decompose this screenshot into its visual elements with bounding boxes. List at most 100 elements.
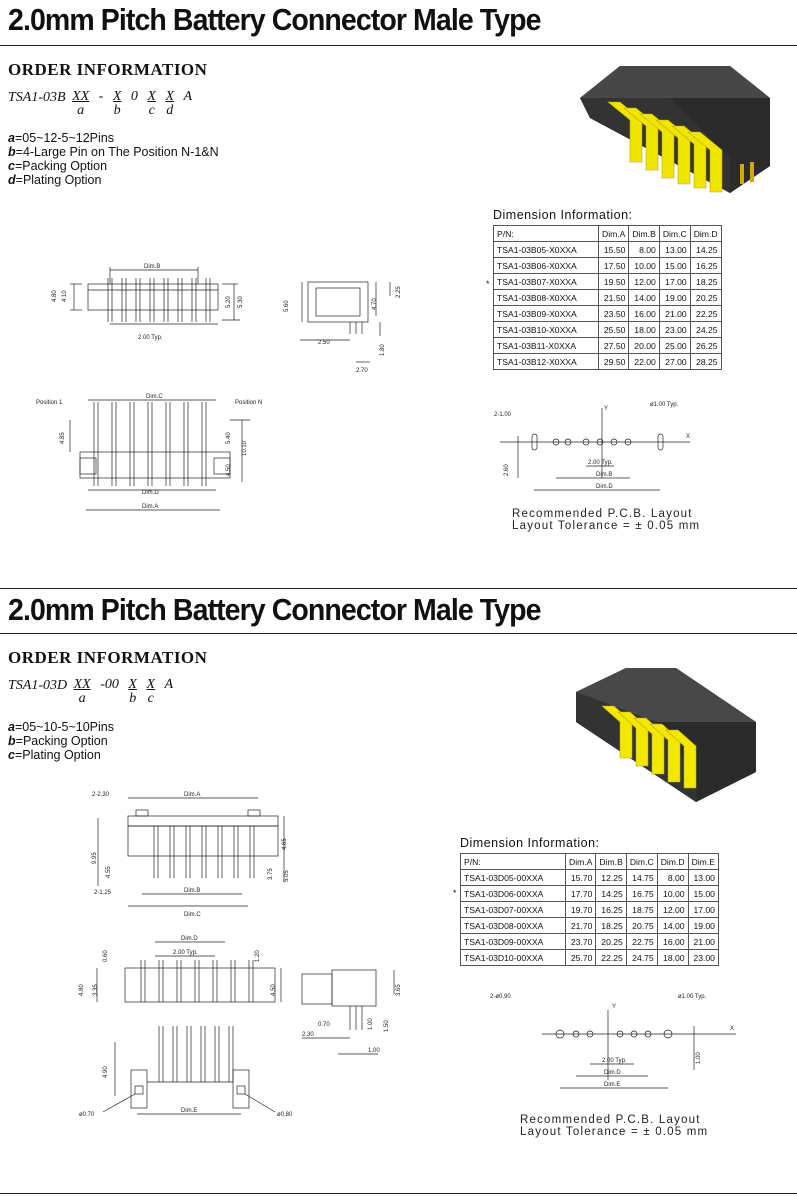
order-legend: a=05~10-5~10Pins b=Packing Option c=Plat… [8, 720, 114, 762]
dimension-cell: 23.00 [687, 949, 719, 966]
dimension-cell: 21.70 [564, 917, 597, 934]
dimension-cell: 14.25 [595, 885, 627, 902]
dimension-cell: 27.00 [658, 353, 691, 370]
column-header-dim: Dim.E [687, 853, 719, 870]
dim-485-label: 4.85 [60, 432, 66, 444]
part-number-cell: TSA1-03D08-00XXA [460, 917, 566, 934]
connector-3d-render [580, 66, 770, 193]
dimension-cell: 22.75 [625, 933, 658, 950]
x-axis-label: X [686, 434, 690, 440]
dim-c-label: Dim.C [184, 912, 201, 918]
column-header-pn: P/N: [493, 225, 599, 242]
hole-typ-label: ø1.00 Typ. [650, 402, 679, 408]
dimension-cell: 8.00 [628, 241, 660, 258]
dimension-cell: 23.00 [658, 321, 691, 338]
position-1-label: Position 1 [36, 400, 63, 406]
star-marker: * [486, 279, 490, 289]
side-view-drawing: 3.65 0.70 2.30 1.00 1.50 1.00 [301, 969, 402, 1055]
hole-2-label: 2-1.00 [494, 412, 512, 418]
dim-a-label: Dim.A [184, 792, 200, 798]
pn-suffix: A [183, 89, 193, 104]
dim-b-label: Dim.B [144, 264, 160, 270]
dimension-cell: 18.00 [628, 321, 660, 338]
pn-dash: - [98, 89, 104, 104]
dimension-cell: 21.00 [658, 305, 691, 322]
legend-line: a=05~12-5~12Pins [8, 131, 114, 145]
part-number-cell: TSA1-03D05-00XXA [460, 869, 566, 886]
pn-code-c: X [147, 89, 156, 104]
pcb-note-line: Recommended P.C.B. Layout [512, 508, 693, 520]
pn-zero: 0 [130, 89, 138, 104]
dim-455-label: 4.55 [106, 866, 112, 878]
dimension-cell: 20.25 [689, 289, 722, 306]
column-header-dim: Dim.A [597, 225, 630, 242]
dimension-cell: 17.00 [658, 273, 691, 290]
pn-code-a: XX [72, 89, 90, 104]
pcb-note-line: Layout Tolerance = ± 0.05 mm [512, 520, 701, 532]
top-view-drawing: Dim.B 2.00 Typ. 4.80 4.10 5.20 5.30 [52, 264, 244, 341]
sheet-tsa1-03d: 2.0mm Pitch Battery Connector Male Type … [0, 590, 797, 1200]
dimension-cell: 15.00 [658, 257, 691, 274]
dim-180-label: 1.80 [380, 344, 386, 356]
dimension-cell: 17.00 [687, 901, 719, 918]
pcb-note: Recommended P.C.B. Layout Layout Toleran… [512, 508, 700, 532]
x-axis-label: X [730, 1026, 734, 1032]
dimension-cell: 15.50 [597, 241, 630, 258]
pitch-label: 2.00 Typ. [173, 950, 198, 956]
dimension-cell: 19.70 [564, 901, 597, 918]
pn-sub-d: d [166, 103, 174, 118]
dimension-cell: 25.70 [564, 949, 597, 966]
pn-code-b: X [112, 89, 122, 104]
part-number-cell: TSA1-03B06-X0XXA [493, 257, 599, 274]
dimension-cell: 15.70 [564, 869, 597, 886]
dimension-cell: 26.25 [689, 337, 722, 354]
sheet-divider [0, 588, 797, 589]
dim-375-label: 3.75 [268, 868, 274, 880]
column-header-dim: Dim.A [564, 853, 597, 870]
dimension-cell: 18.25 [689, 273, 722, 290]
dim-480-label: 4.80 [52, 290, 58, 302]
part-number-cell: TSA1-03B08-X0XXA [493, 289, 599, 306]
position-n-label: Position N [235, 400, 262, 406]
pn-sub-b: b [129, 691, 137, 706]
dim-060-label: 0.60 [103, 950, 109, 962]
dimension-cell: 29.50 [597, 353, 630, 370]
dimension-cell: 19.00 [687, 917, 719, 934]
dimension-cell: 20.25 [595, 933, 627, 950]
column-header-dim: Dim.B [628, 225, 660, 242]
pn-code-c: X [146, 677, 156, 692]
part-prefix: TSA1-03B [8, 90, 66, 105]
dimension-cell: 14.00 [656, 917, 689, 934]
front-view-drawing: Dim.C Position 1 Position N Dim.D Dim.A … [36, 394, 262, 511]
title-rule [0, 633, 797, 634]
dimension-cell: 23.50 [597, 305, 630, 322]
dim-540-label: 5.40 [226, 432, 232, 444]
dia-080-label: ø0.80 [277, 1112, 293, 1118]
dim-560-label: 5.60 [284, 300, 290, 312]
pn-fixed: -00 [100, 677, 119, 692]
dim-150-label: 1.50 [384, 1020, 390, 1032]
side-view-drawing: 5.60 4.70 2.25 2.50 1.80 2.70 [284, 281, 402, 374]
pitch-label: 2.00 Typ. [602, 1058, 627, 1064]
dim-d-label: Dim.D [181, 936, 198, 942]
dimension-cell: 16.00 [628, 305, 660, 322]
dim-e-label: Dim.E [181, 1108, 197, 1114]
connector-3d-render [576, 668, 756, 802]
legend-line: c=Packing Option [8, 159, 108, 173]
pitch-label: 2.00 Typ. [588, 460, 613, 466]
dimension-cell: 15.00 [687, 885, 719, 902]
dim-c-label: Dim.C [146, 394, 163, 400]
dia-070-label: ø0.70 [79, 1112, 95, 1118]
part-number-cell: TSA1-03B05-X0XXA [493, 241, 599, 258]
